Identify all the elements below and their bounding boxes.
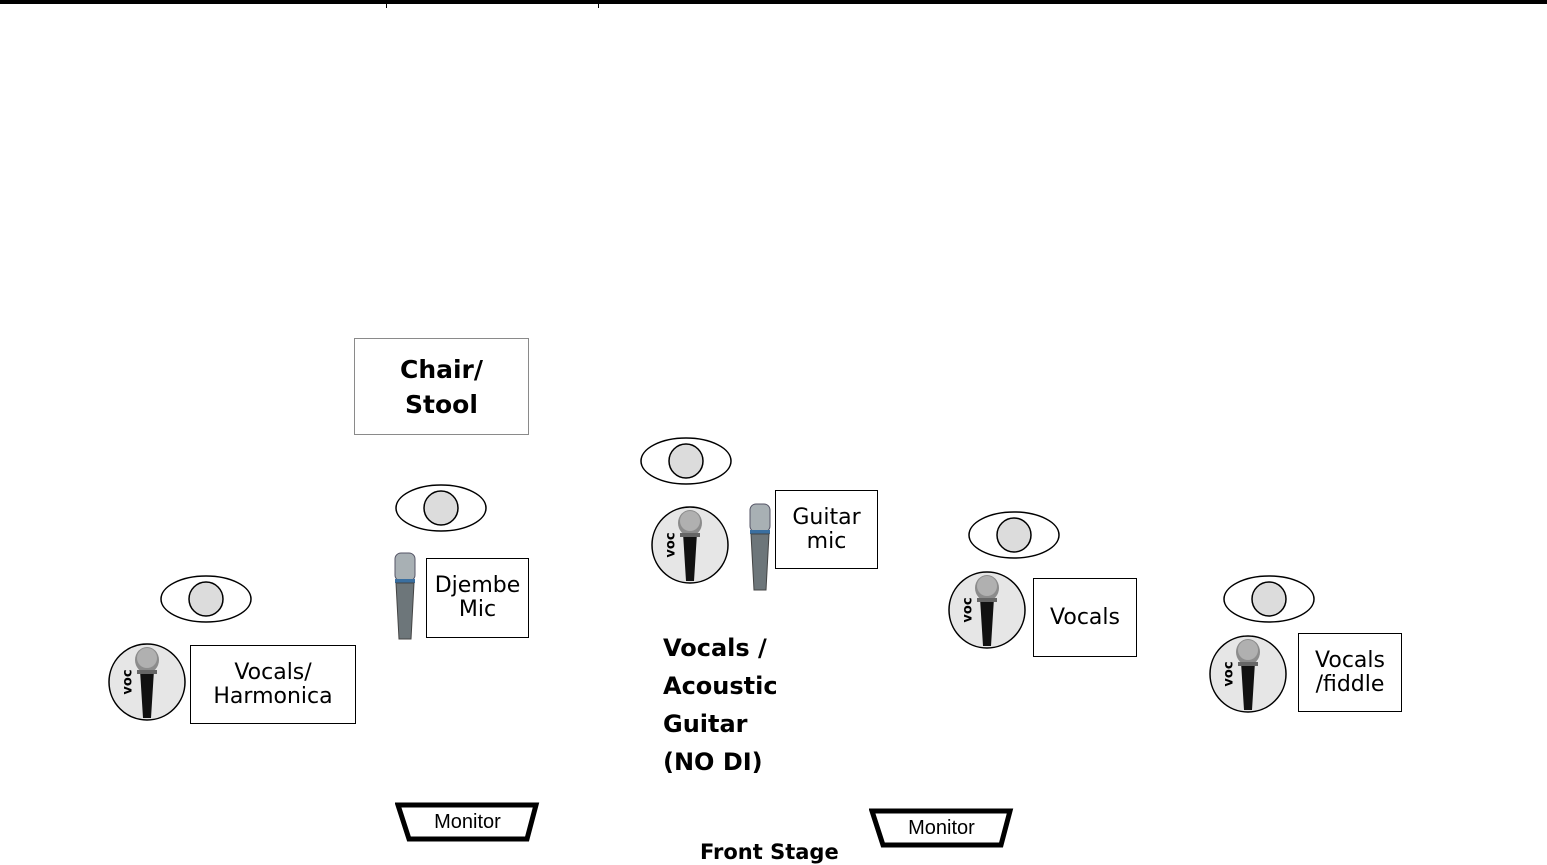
- stage-ellipse-icon: [968, 511, 1060, 559]
- voc-badge: voc: [664, 532, 679, 557]
- voc-badge: voc: [1222, 661, 1237, 686]
- vocals-box: Vocals: [1033, 578, 1137, 657]
- monitor-wedge-icon: [395, 802, 540, 842]
- stage-ellipse-icon: [395, 484, 487, 532]
- vocals-harmonica-box: Vocals/ Harmonica: [190, 645, 356, 724]
- vocal-mic-icon: voc: [108, 643, 186, 721]
- instrument-mic-icon: [394, 552, 416, 640]
- djembe-mic-label: Djembe Mic: [434, 573, 521, 622]
- center-performer-label: Vocals / Acoustic Guitar (NO DI): [663, 634, 778, 776]
- top-tick: [386, 0, 387, 8]
- monitor-label: Monitor: [434, 810, 501, 833]
- voc-badge: voc: [961, 597, 976, 622]
- vocal-mic-icon: voc: [651, 506, 729, 584]
- vocals-harmonica-label: Vocals/ Harmonica: [213, 659, 333, 709]
- chair-stool-box: Chair/ Stool: [354, 338, 529, 435]
- vocals-label: Vocals: [1050, 604, 1120, 630]
- monitor-wedge-icon: [869, 808, 1014, 848]
- front-stage-label: Front Stage: [700, 840, 839, 864]
- page-top-border: [0, 0, 1547, 4]
- stage-ellipse-icon: [640, 437, 732, 485]
- vocal-mic-icon: voc: [1209, 635, 1287, 713]
- vocal-mic-icon: voc: [948, 571, 1026, 649]
- guitar-mic-box: Guitar mic: [775, 490, 878, 569]
- instrument-mic-icon: [749, 503, 771, 591]
- monitor-label: Monitor: [908, 816, 975, 839]
- monitor-wedge: Monitor: [869, 808, 1014, 848]
- vocals-fiddle-box: Vocals /fiddle: [1298, 633, 1402, 712]
- stage-ellipse-icon: [160, 575, 252, 623]
- monitor-wedge: Monitor: [395, 802, 540, 842]
- stage-ellipse-icon: [1223, 575, 1315, 623]
- chair-stool-label: Chair/ Stool: [399, 354, 484, 419]
- top-tick: [598, 0, 599, 8]
- djembe-mic-box: Djembe Mic: [426, 558, 529, 638]
- guitar-mic-label: Guitar mic: [792, 504, 861, 554]
- voc-badge: voc: [121, 669, 136, 694]
- vocals-fiddle-label: Vocals /fiddle: [1315, 647, 1385, 697]
